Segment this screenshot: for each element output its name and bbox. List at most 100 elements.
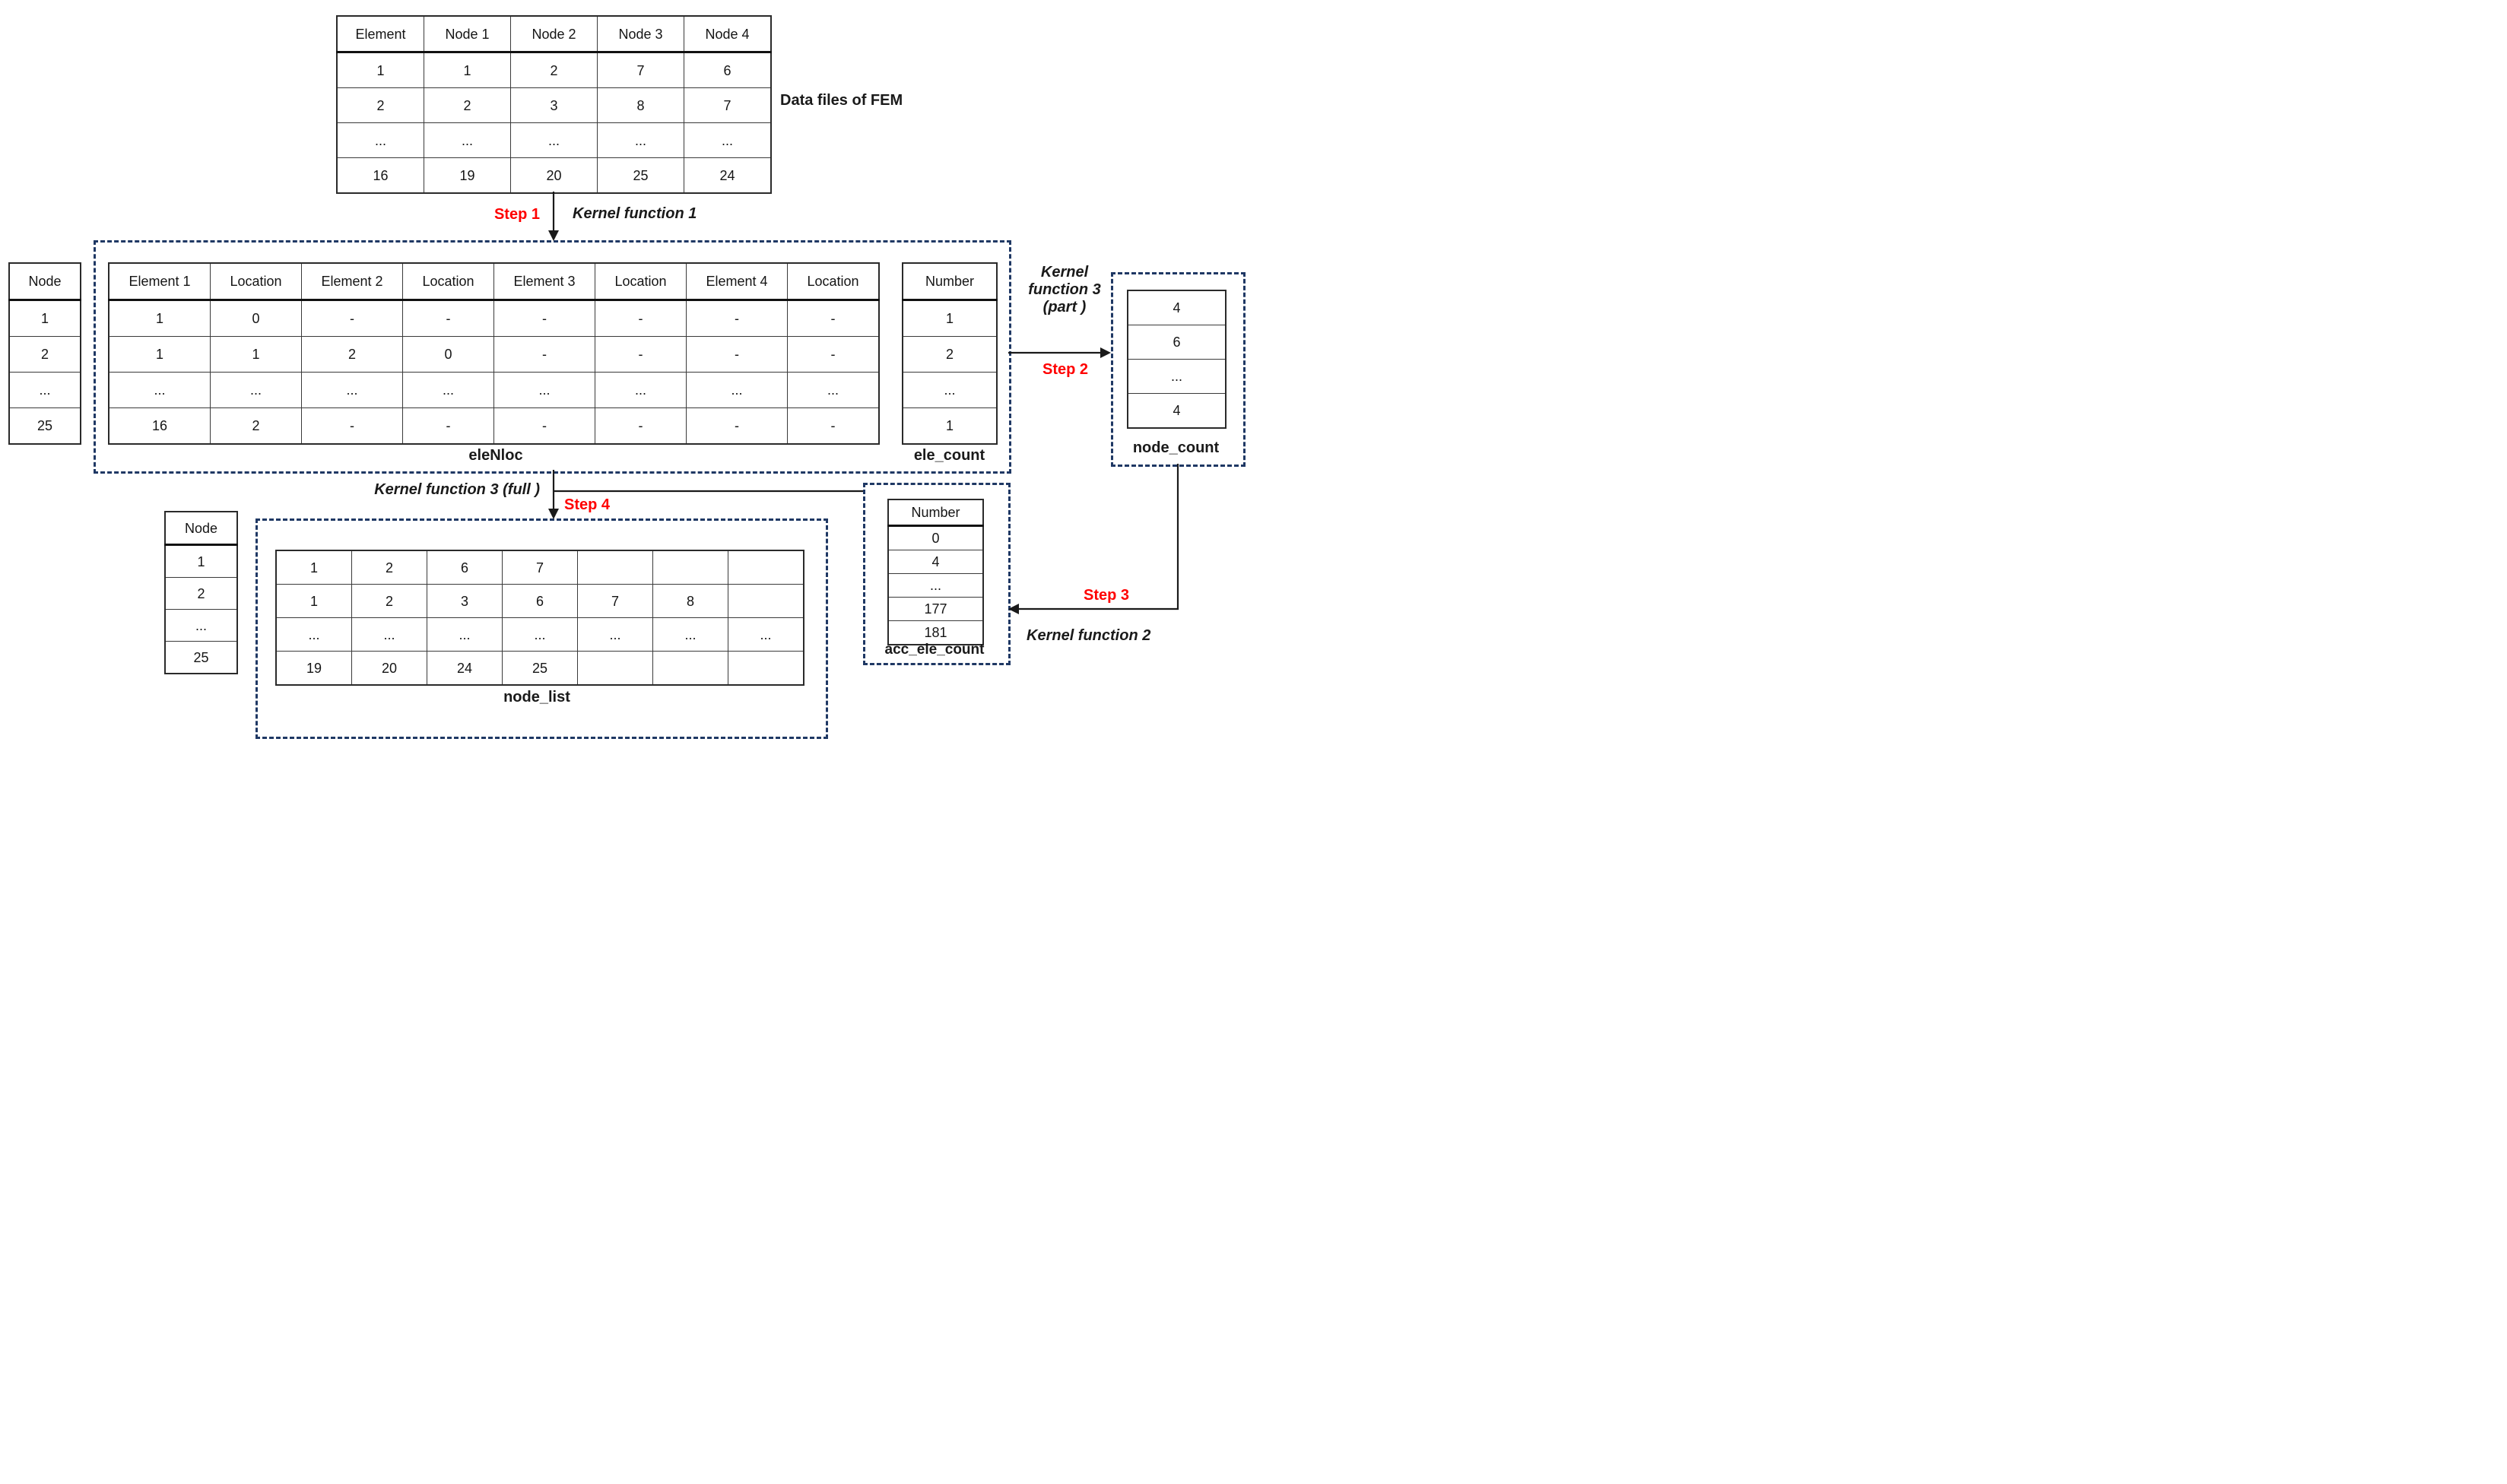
table-cell: 25 bbox=[164, 641, 238, 674]
table-cell: Element 3 bbox=[493, 262, 595, 301]
table-cell: ... bbox=[8, 372, 81, 408]
table-cell: ... bbox=[887, 573, 984, 598]
table-cell: Node 4 bbox=[684, 15, 772, 53]
table-cell: 177 bbox=[887, 597, 984, 621]
table-cell: - bbox=[787, 336, 880, 373]
step1-label: Step 1 bbox=[493, 206, 540, 223]
table-cell: ... bbox=[210, 372, 302, 408]
table-cell: 1 bbox=[424, 52, 511, 88]
table-cell: Node bbox=[8, 262, 81, 301]
table-cell: 6 bbox=[427, 550, 503, 585]
table-cell: - bbox=[301, 300, 403, 337]
table-cell: Number bbox=[902, 262, 998, 301]
table-row: 1 2 3 6 7 8 bbox=[275, 584, 804, 618]
table-cell: ... bbox=[108, 372, 211, 408]
table-cell: 1 bbox=[336, 52, 424, 88]
table-cell: Element 2 bbox=[301, 262, 403, 301]
node-list-table: 1 2 6 7 1 2 3 6 7 8 ... ... ... ... ... … bbox=[275, 550, 804, 686]
table-cell: 3 bbox=[510, 87, 598, 123]
table-cell: Element 1 bbox=[108, 262, 211, 301]
table-row: 177 bbox=[887, 597, 984, 621]
table-cell bbox=[577, 651, 653, 686]
table-row: Number bbox=[902, 262, 998, 301]
table-row: 1 bbox=[902, 407, 998, 445]
table-cell: 1 bbox=[275, 550, 352, 585]
table-row: 4 bbox=[887, 550, 984, 574]
node-index-table-bottom: Node 1 2 ... 25 bbox=[164, 511, 238, 674]
table-cell: 19 bbox=[275, 651, 352, 686]
table-cell: 19 bbox=[424, 157, 511, 194]
diagram-canvas: Element Node 1 Node 2 Node 3 Node 4 1 1 … bbox=[0, 0, 1253, 742]
table-cell: ... bbox=[728, 617, 804, 652]
fem-table: Element Node 1 Node 2 Node 3 Node 4 1 1 … bbox=[336, 15, 772, 194]
node-index-table-top: Node 1 2 ... 25 bbox=[8, 262, 81, 445]
table-cell: ... bbox=[597, 122, 684, 158]
table-row: 1 0 - - - - - - bbox=[108, 300, 880, 337]
elenloc-table: Element 1 Location Element 2 Location El… bbox=[108, 262, 880, 445]
table-cell: - bbox=[686, 407, 788, 445]
table-row: 25 bbox=[8, 407, 81, 445]
table-cell: ... bbox=[686, 372, 788, 408]
table-cell: 1 bbox=[164, 544, 238, 578]
table-row: Node bbox=[8, 262, 81, 301]
table-cell: ... bbox=[402, 372, 494, 408]
table-cell: Node 2 bbox=[510, 15, 598, 53]
table-cell: 1 bbox=[8, 300, 81, 337]
table-cell: 6 bbox=[1127, 325, 1227, 360]
table-row: Number bbox=[887, 499, 984, 527]
table-row: Node bbox=[164, 511, 238, 546]
table-cell: - bbox=[493, 300, 595, 337]
kernel-function-3-part-line2: function 3 bbox=[1028, 281, 1101, 298]
table-cell: - bbox=[493, 336, 595, 373]
table-cell: 24 bbox=[427, 651, 503, 686]
table-cell: - bbox=[787, 407, 880, 445]
table-cell: 181 bbox=[887, 620, 984, 645]
table-cell: 4 bbox=[1127, 290, 1227, 325]
table-cell: 2 bbox=[510, 52, 598, 88]
table-cell: 6 bbox=[684, 52, 772, 88]
step4-arrowhead bbox=[548, 509, 559, 519]
step1-arrowhead bbox=[548, 230, 559, 241]
table-row: 25 bbox=[164, 641, 238, 674]
table-cell: ... bbox=[502, 617, 578, 652]
table-cell: 1 bbox=[902, 300, 998, 337]
table-cell: 2 bbox=[351, 584, 427, 618]
kernel-function-3-full-label: Kernel function 3 (full ) bbox=[374, 481, 540, 498]
table-row: 4 bbox=[1127, 393, 1227, 429]
table-cell: ... bbox=[787, 372, 880, 408]
ele-count-table: Number 1 2 ... 1 bbox=[902, 262, 998, 445]
table-row: 2 bbox=[8, 336, 81, 373]
acc-ele-count-dashed-box bbox=[863, 483, 1011, 665]
table-cell: - bbox=[595, 300, 687, 337]
table-row: Element 1 Location Element 2 Location El… bbox=[108, 262, 880, 301]
table-cell: 0 bbox=[402, 336, 494, 373]
table-cell: 7 bbox=[577, 584, 653, 618]
table-row: 4 bbox=[1127, 290, 1227, 325]
table-cell: - bbox=[402, 300, 494, 337]
table-cell: 1 bbox=[275, 584, 352, 618]
table-row: 16 2 - - - - - - bbox=[108, 407, 880, 445]
node-list-label: node_list bbox=[503, 689, 570, 706]
table-cell: 3 bbox=[427, 584, 503, 618]
ele-count-label: ele_count bbox=[913, 447, 985, 464]
fem-table-label: Data files of FEM bbox=[780, 92, 903, 109]
table-cell: - bbox=[493, 407, 595, 445]
table-cell bbox=[728, 651, 804, 686]
table-cell: 8 bbox=[652, 584, 728, 618]
table-cell: ... bbox=[902, 372, 998, 408]
node-list-dashed-box bbox=[255, 518, 828, 739]
table-row: 19 20 24 25 bbox=[275, 651, 804, 686]
table-row: Element Node 1 Node 2 Node 3 Node 4 bbox=[336, 15, 772, 53]
table-cell: - bbox=[595, 407, 687, 445]
table-cell: Element bbox=[336, 15, 424, 53]
acc-ele-count-table: Number 0 4 ... 177 181 bbox=[887, 499, 984, 645]
table-row: ... bbox=[902, 372, 998, 408]
elenloc-label: eleNloc bbox=[468, 447, 523, 464]
table-cell: ... bbox=[424, 122, 511, 158]
table-cell: 24 bbox=[684, 157, 772, 194]
table-cell bbox=[652, 651, 728, 686]
table-row: 1 1 2 0 - - - - bbox=[108, 336, 880, 373]
table-cell: 7 bbox=[502, 550, 578, 585]
table-cell: 2 bbox=[424, 87, 511, 123]
table-cell: 7 bbox=[684, 87, 772, 123]
